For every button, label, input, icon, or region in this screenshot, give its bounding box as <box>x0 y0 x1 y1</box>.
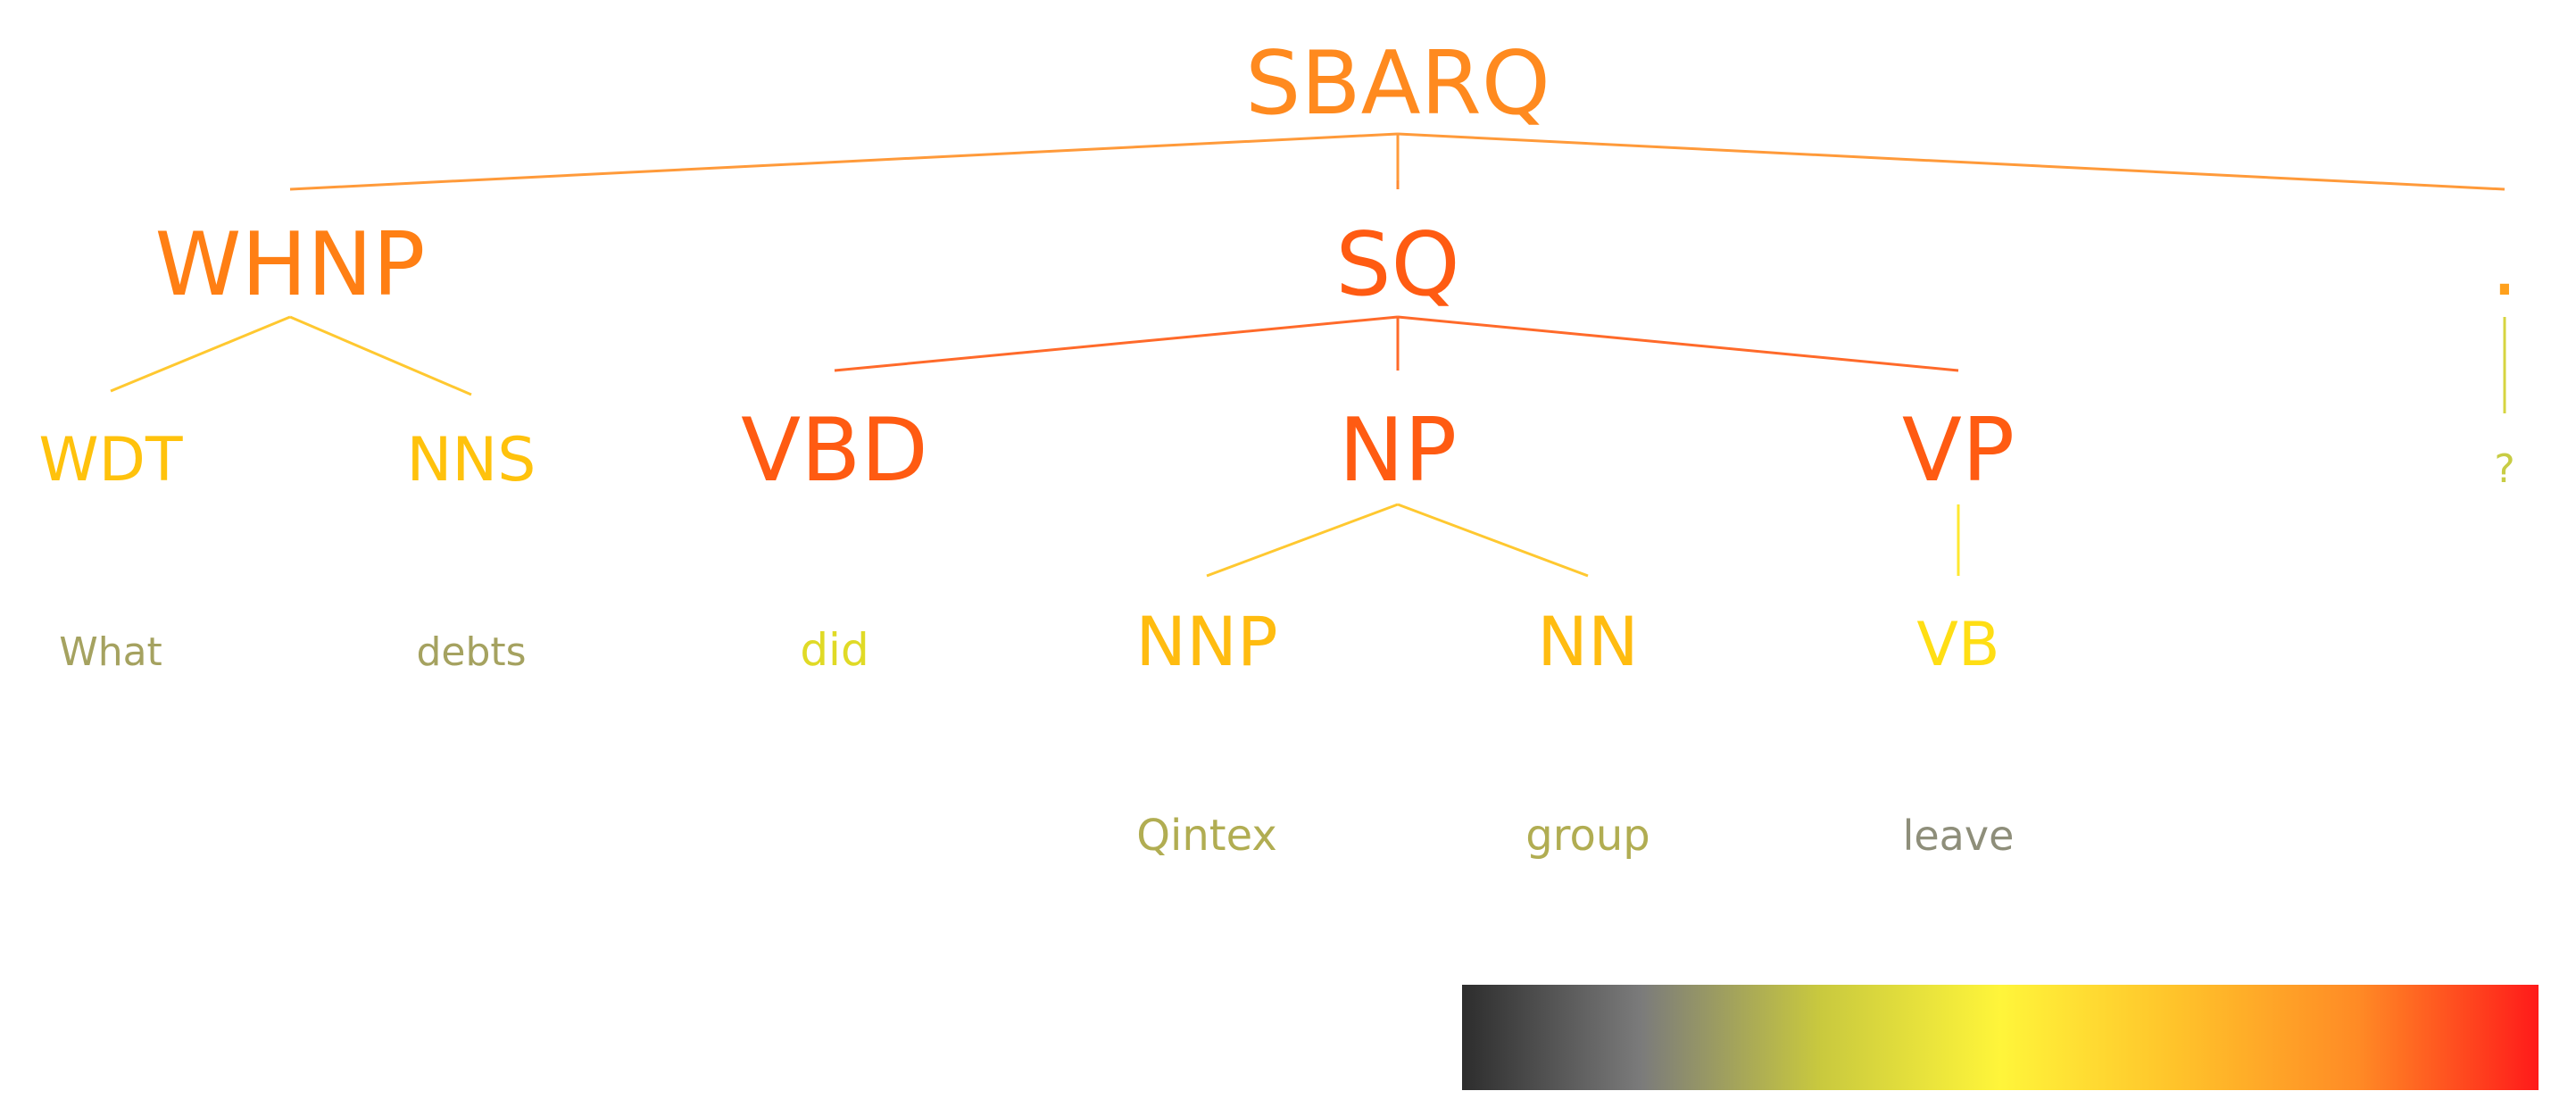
node-leave: leave <box>1903 812 2015 860</box>
edge-sq-vbd <box>834 315 1399 372</box>
tree-edges <box>110 132 2506 578</box>
tree-labels: SBARQ WHNP SQ. WDT NNS VBD NP VP? What debts did NN… <box>38 33 2518 861</box>
node-did: did <box>800 624 868 676</box>
edge-sq-vp <box>1397 315 1959 372</box>
node-q: ? <box>2494 446 2514 492</box>
node-vb: VB <box>1916 610 1999 680</box>
node-np: NP <box>1339 400 1457 502</box>
edge-np-nnp <box>1206 503 1399 578</box>
color-scale-bar <box>1462 985 2539 1090</box>
node-whnp: WHNP <box>155 214 426 316</box>
node-debts: debts <box>416 629 526 675</box>
node-wdt: WDT <box>38 425 183 496</box>
node-sq: SQ <box>1335 214 1459 316</box>
node-sbarq: SBARQ <box>1245 33 1550 135</box>
node-vbd: VBD <box>741 400 928 502</box>
node-qintex: Qintex <box>1136 811 1276 861</box>
node-vp: VP <box>1902 400 2015 502</box>
edge-sbarq-whnp <box>289 132 1399 191</box>
node-what: What <box>59 629 162 675</box>
node-period: . <box>2490 214 2518 316</box>
node-nnp: NNP <box>1135 602 1278 681</box>
node-group: group <box>1525 811 1649 861</box>
node-nn: NN <box>1537 602 1639 681</box>
edge-whnp-wdt <box>110 315 291 393</box>
edge-sbarq-period <box>1397 132 2505 191</box>
edge-whnp-nns <box>289 315 472 396</box>
edge-np-nn <box>1397 503 1589 578</box>
node-nns: NNS <box>407 425 536 496</box>
